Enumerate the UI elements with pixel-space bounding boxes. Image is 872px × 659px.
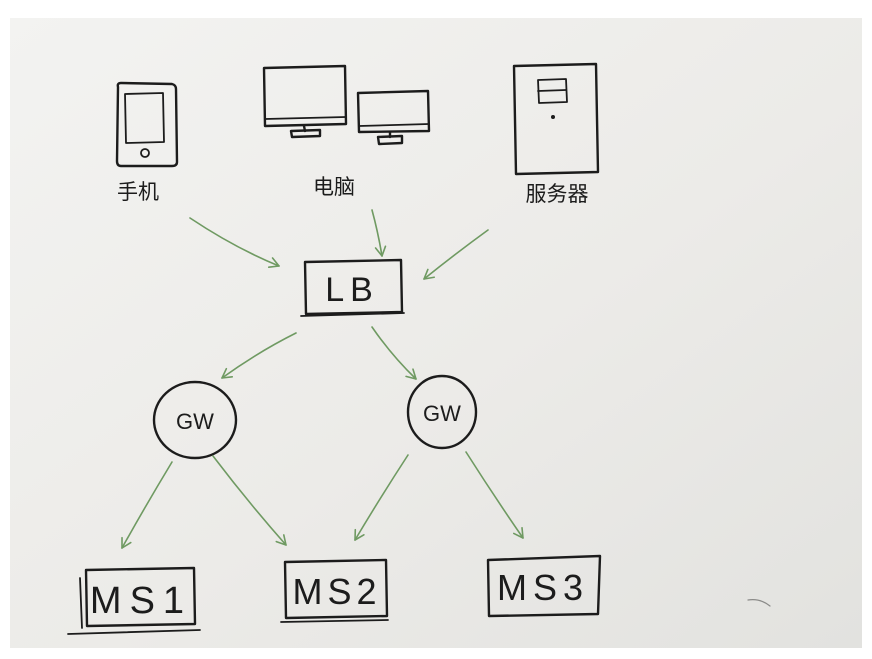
gateway-label-right: GW bbox=[423, 401, 461, 426]
arrow-gw-right-to-ms3 bbox=[465, 451, 524, 539]
arrow-gw-left-to-ms2 bbox=[212, 455, 287, 546]
gateway-node-right: GW bbox=[406, 374, 478, 450]
gateway-node-left: GW bbox=[152, 380, 238, 460]
arrow-gw-left-to-ms1 bbox=[121, 461, 173, 549]
client-label-server: 服务器 bbox=[526, 182, 589, 206]
monitor-icon-small bbox=[356, 89, 431, 146]
service-label-ms1: MS1 bbox=[90, 580, 192, 622]
client-label-phone: 手机 bbox=[117, 180, 159, 204]
gateway-label-left: GW bbox=[176, 409, 214, 434]
monitor-icon bbox=[262, 64, 348, 139]
service-node-ms3: MS3 bbox=[486, 554, 602, 618]
arrow-gw-right-to-ms2 bbox=[354, 454, 409, 541]
paper-sheet bbox=[10, 18, 862, 648]
service-label-ms3: MS3 bbox=[497, 567, 589, 608]
load-balancer-node: LB bbox=[300, 258, 405, 317]
service-node-ms2: MS2 bbox=[280, 558, 389, 623]
arrow-lb-to-gw-left bbox=[221, 332, 297, 379]
server-icon bbox=[512, 62, 600, 176]
arrow-phone-to-lb bbox=[189, 217, 280, 269]
arrow-server-to-lb bbox=[423, 229, 489, 280]
service-label-ms2: MS2 bbox=[292, 571, 381, 612]
service-node-ms1: MS1 bbox=[67, 566, 201, 635]
paper-mark bbox=[747, 599, 771, 607]
client-label-computer: 电脑 bbox=[313, 175, 355, 199]
load-balancer-label: LB bbox=[325, 271, 379, 309]
arrow-lb-to-gw-right bbox=[371, 326, 417, 380]
arrow-computer-to-lb bbox=[371, 209, 387, 257]
phone-icon bbox=[115, 81, 179, 168]
